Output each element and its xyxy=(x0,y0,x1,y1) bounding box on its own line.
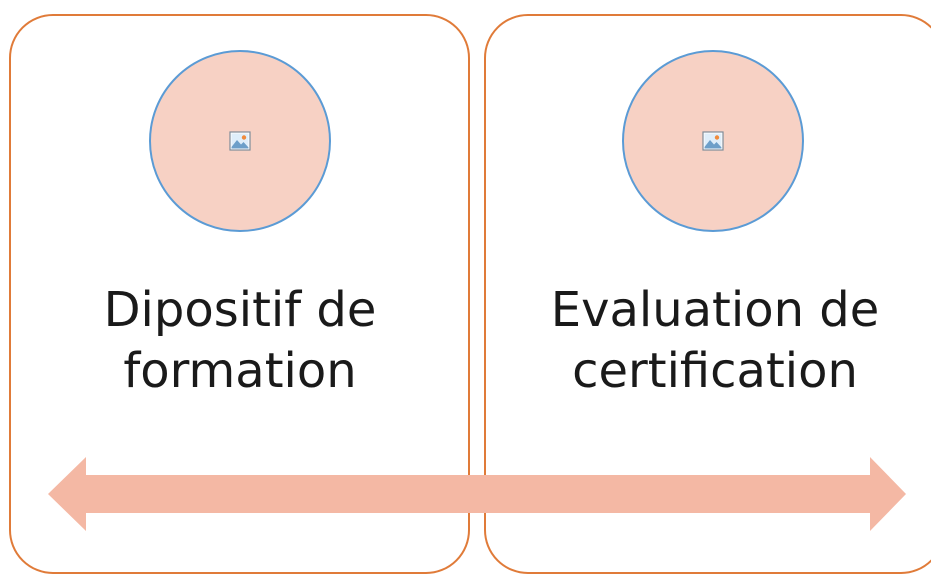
double-headed-arrow xyxy=(48,457,906,531)
card-title-dispositif-formation: Dipositif de formation xyxy=(20,280,460,403)
card-title-evaluation-certification: Evaluation de certification xyxy=(495,280,931,403)
image-placeholder-icon xyxy=(229,131,251,151)
image-placeholder-icon xyxy=(702,131,724,151)
card-title-line: certification xyxy=(572,343,858,400)
card-title-line: Dipositif de xyxy=(103,282,377,338)
image-placeholder-circle xyxy=(622,50,804,232)
double-headed-arrow-shape xyxy=(48,457,906,531)
card-title-line: Evaluation de xyxy=(550,282,880,338)
card-title-line: formation xyxy=(123,343,357,400)
